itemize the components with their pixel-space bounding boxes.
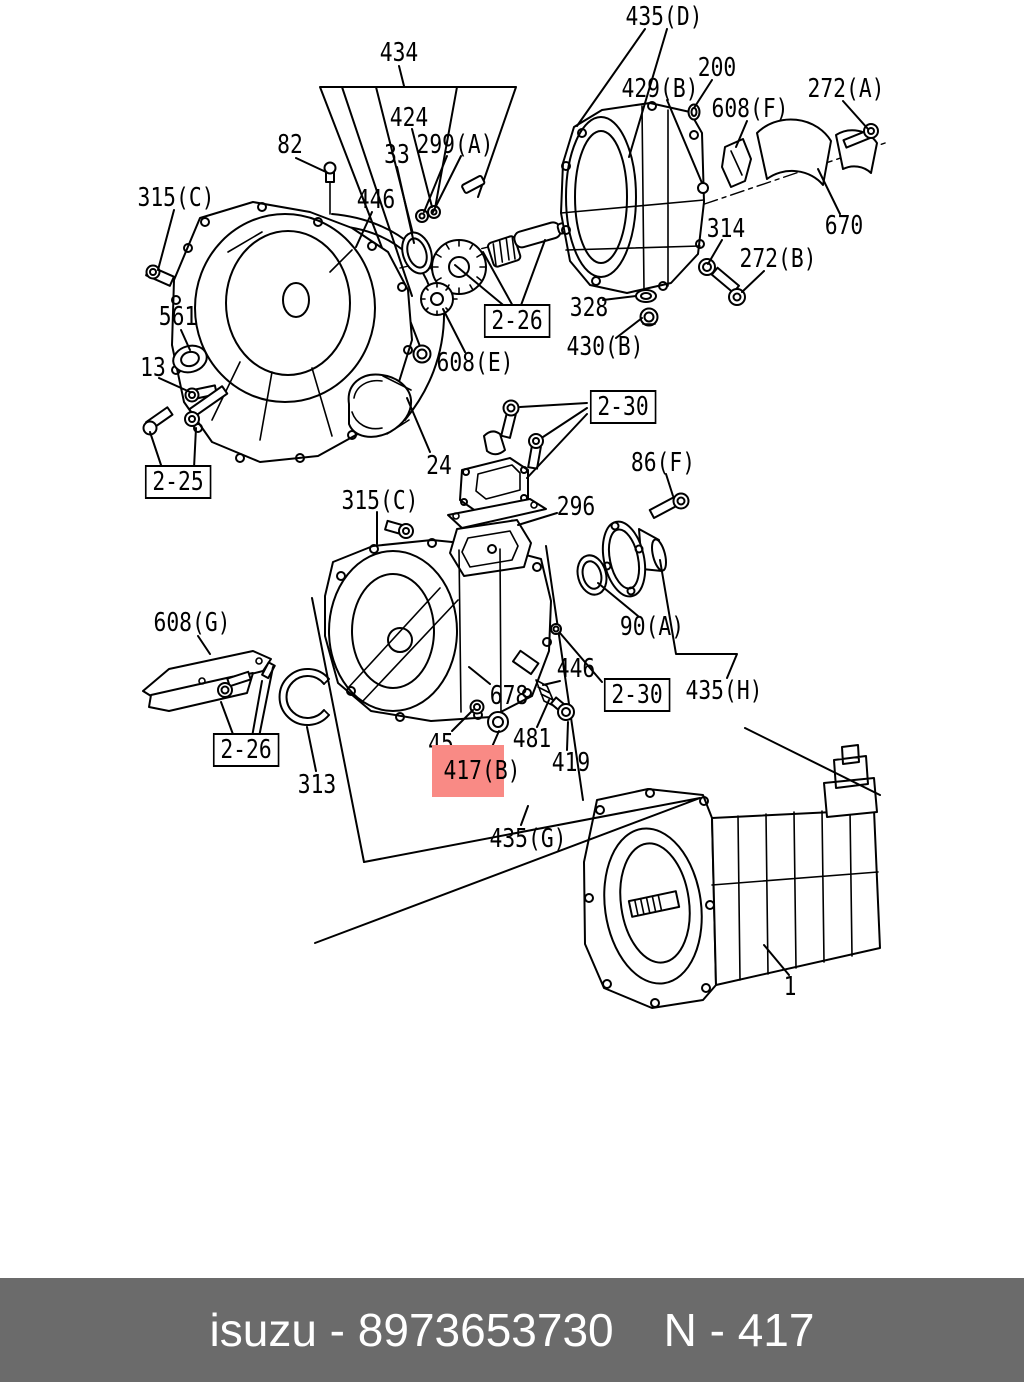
ref-label-2-26: 2-26 xyxy=(483,304,551,338)
part-label-315C: 315(C) xyxy=(137,183,215,213)
part-label-86F: 86(F) xyxy=(630,448,696,478)
part-label-435H: 435(H) xyxy=(685,676,763,706)
footer-bar: isuzu - 8973653730 N - 417 xyxy=(0,1278,1024,1382)
part-label-272A: 272(A) xyxy=(807,74,885,104)
assembly-complete xyxy=(583,744,881,1009)
shift-control-group xyxy=(447,399,547,531)
part-label-299A: 299(A) xyxy=(416,130,494,160)
part-label-446: 446 xyxy=(356,185,396,215)
part-label-429B: 429(B) xyxy=(621,74,699,104)
bracket-608g-group xyxy=(142,650,276,712)
part-label-424: 424 xyxy=(389,103,429,133)
part-label-434: 434 xyxy=(379,38,419,68)
part-label-678: 678 xyxy=(489,681,529,711)
diagram-line-art xyxy=(142,28,889,1009)
part-label-24: 24 xyxy=(426,451,452,481)
part-label-435D: 435(D) xyxy=(625,2,703,32)
part-label-608E: 608(E) xyxy=(436,348,514,378)
part-label-315C: 315(C) xyxy=(341,486,419,516)
control-cover-group xyxy=(687,103,879,188)
footer-brand-part-number: isuzu - 8973653730 xyxy=(209,1304,614,1356)
part-label-82: 82 xyxy=(277,130,303,160)
part-label-608G: 608(G) xyxy=(153,608,231,638)
part-label-481: 481 xyxy=(512,724,552,754)
ref-label-2-30: 2-30 xyxy=(589,390,657,424)
part-label-200: 200 xyxy=(697,53,737,83)
part-label-561: 561 xyxy=(158,302,198,332)
part-label-272B: 272(B) xyxy=(739,244,817,274)
part-label-430B: 430(B) xyxy=(566,332,644,362)
part-label-670: 670 xyxy=(824,211,864,241)
ref-label-2-26: 2-26 xyxy=(212,733,280,767)
leader-lines xyxy=(149,28,881,976)
part-label-33: 33 xyxy=(384,140,410,170)
case-fasteners-group xyxy=(635,258,746,327)
highlight-box xyxy=(432,745,504,797)
part-label-608F: 608(F) xyxy=(711,94,789,124)
part-label-296: 296 xyxy=(556,492,596,522)
gear-case-middle xyxy=(324,519,562,722)
transmission-case-top xyxy=(560,101,709,294)
part-label-90A: 90(A) xyxy=(619,612,685,642)
part-label-446: 446 xyxy=(556,654,596,684)
part-label-314: 314 xyxy=(706,214,746,244)
part-label-328: 328 xyxy=(569,293,609,323)
part-label-419: 419 xyxy=(551,748,591,778)
part-label-1: 1 xyxy=(783,972,797,1002)
ref-label-2-30: 2-30 xyxy=(603,678,671,712)
snap-ring-313 xyxy=(278,668,330,726)
left-fasteners-group xyxy=(142,161,337,436)
cover-plate-24 xyxy=(347,373,413,438)
ref-label-2-25: 2-25 xyxy=(144,465,212,499)
rear-cover-group xyxy=(576,492,690,598)
part-label-417B: 417(B) xyxy=(443,756,521,786)
part-label-313: 313 xyxy=(297,770,337,800)
part-label-13: 13 xyxy=(140,353,166,383)
part-label-435G: 435(G) xyxy=(489,824,567,854)
footer-page-code: N - 417 xyxy=(663,1304,815,1356)
